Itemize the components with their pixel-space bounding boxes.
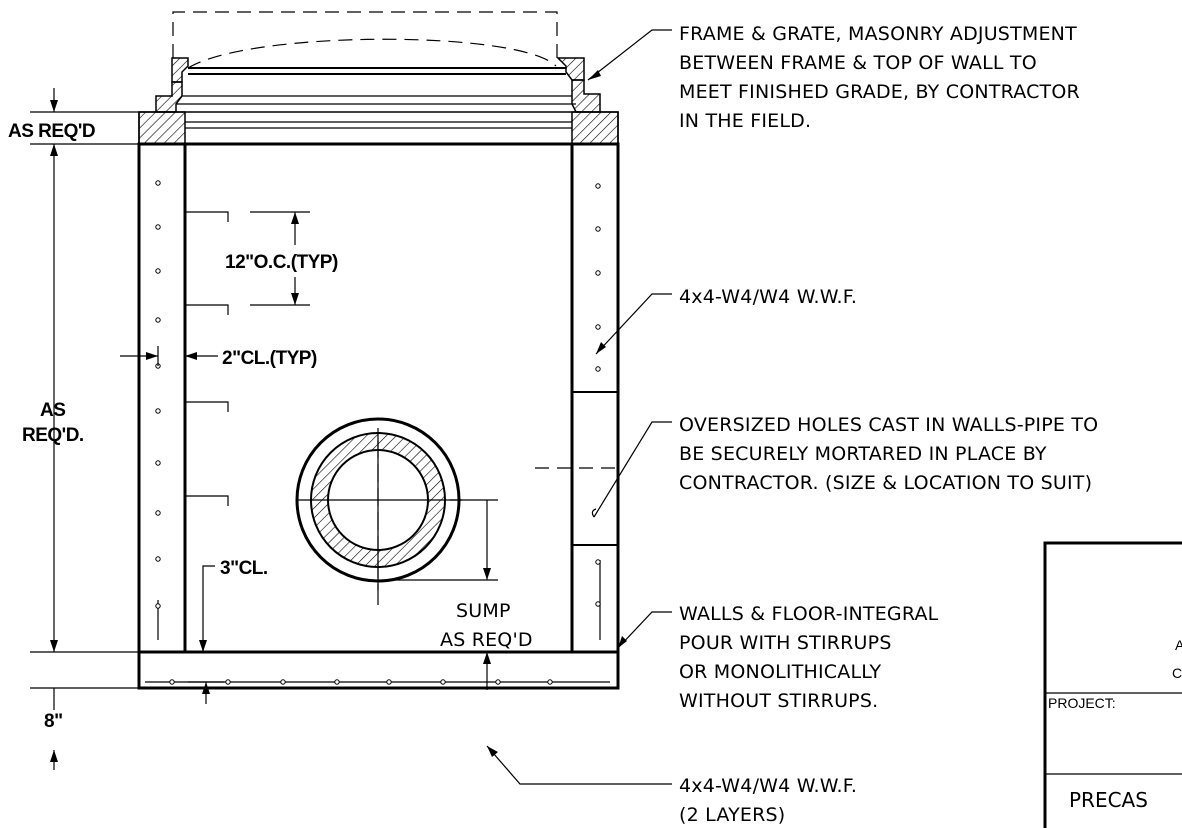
oversized-holes-note-2: BE SECURELY MORTARED IN PLACE BY <box>679 443 1047 465</box>
clear-2-label: 2"CL.(TYP) <box>222 348 317 369</box>
oversized-holes-note-3: CONTRACTOR. (SIZE & LOCATION TO SUIT) <box>679 472 1092 494</box>
walls-floor-note-3: OR MONOLITHICALLY <box>679 661 882 683</box>
adjustment-dim-label: AS REQ'D <box>8 121 95 142</box>
title-partial-a: A <box>1175 637 1182 653</box>
walls-floor-note-4: WITHOUT STIRRUPS. <box>679 690 878 712</box>
wwf-floor-note-1: 4x4-W4/W4 W.W.F. <box>679 775 857 797</box>
frame-and-grate <box>138 11 619 145</box>
dimension-lines <box>30 88 491 770</box>
sump-label-1: SUMP <box>456 600 511 622</box>
title-text: PRECAS <box>1069 788 1148 812</box>
wwf-floor-note-2: (2 LAYERS) <box>679 804 785 826</box>
spacing-dim-label: 12"O.C.(TYP) <box>225 252 338 273</box>
frame-grate-note-2: BETWEEN FRAME & TOP OF WALL TO <box>679 52 1037 74</box>
title-block <box>1043 541 1182 828</box>
frame-grate-note-3: MEET FINISHED GRADE, BY CONTRACTOR <box>679 81 1080 103</box>
floor-dim-label: 8" <box>44 711 63 732</box>
oversized-holes-note-1: OVERSIZED HOLES CAST IN WALLS-PIPE TO <box>679 414 1098 436</box>
clear-3-label: 3"CL. <box>220 558 268 579</box>
frame-grate-note-4: IN THE FIELD. <box>679 110 811 132</box>
precast-structure <box>137 142 620 690</box>
stirrup-ticks <box>185 211 229 506</box>
rebar-dots <box>155 180 601 685</box>
frame-grate-note-1: FRAME & GRATE, MASONRY ADJUSTMENT <box>679 23 1077 45</box>
wall-height-label-2: REQ'D. <box>22 425 84 446</box>
pipe-section <box>295 417 498 605</box>
wwf-wall-note: 4x4-W4/W4 W.W.F. <box>679 286 857 308</box>
title-partial-c: C <box>1172 665 1182 681</box>
walls-floor-note-1: WALLS & FLOOR-INTEGRAL <box>679 603 939 625</box>
wall-height-label-1: AS <box>40 400 65 421</box>
project-label: PROJECT: <box>1048 695 1116 711</box>
sump-label-2: AS REQ'D <box>440 629 533 651</box>
walls-floor-note-2: POUR WITH STIRRUPS <box>679 632 892 654</box>
leader-lines <box>486 29 672 785</box>
